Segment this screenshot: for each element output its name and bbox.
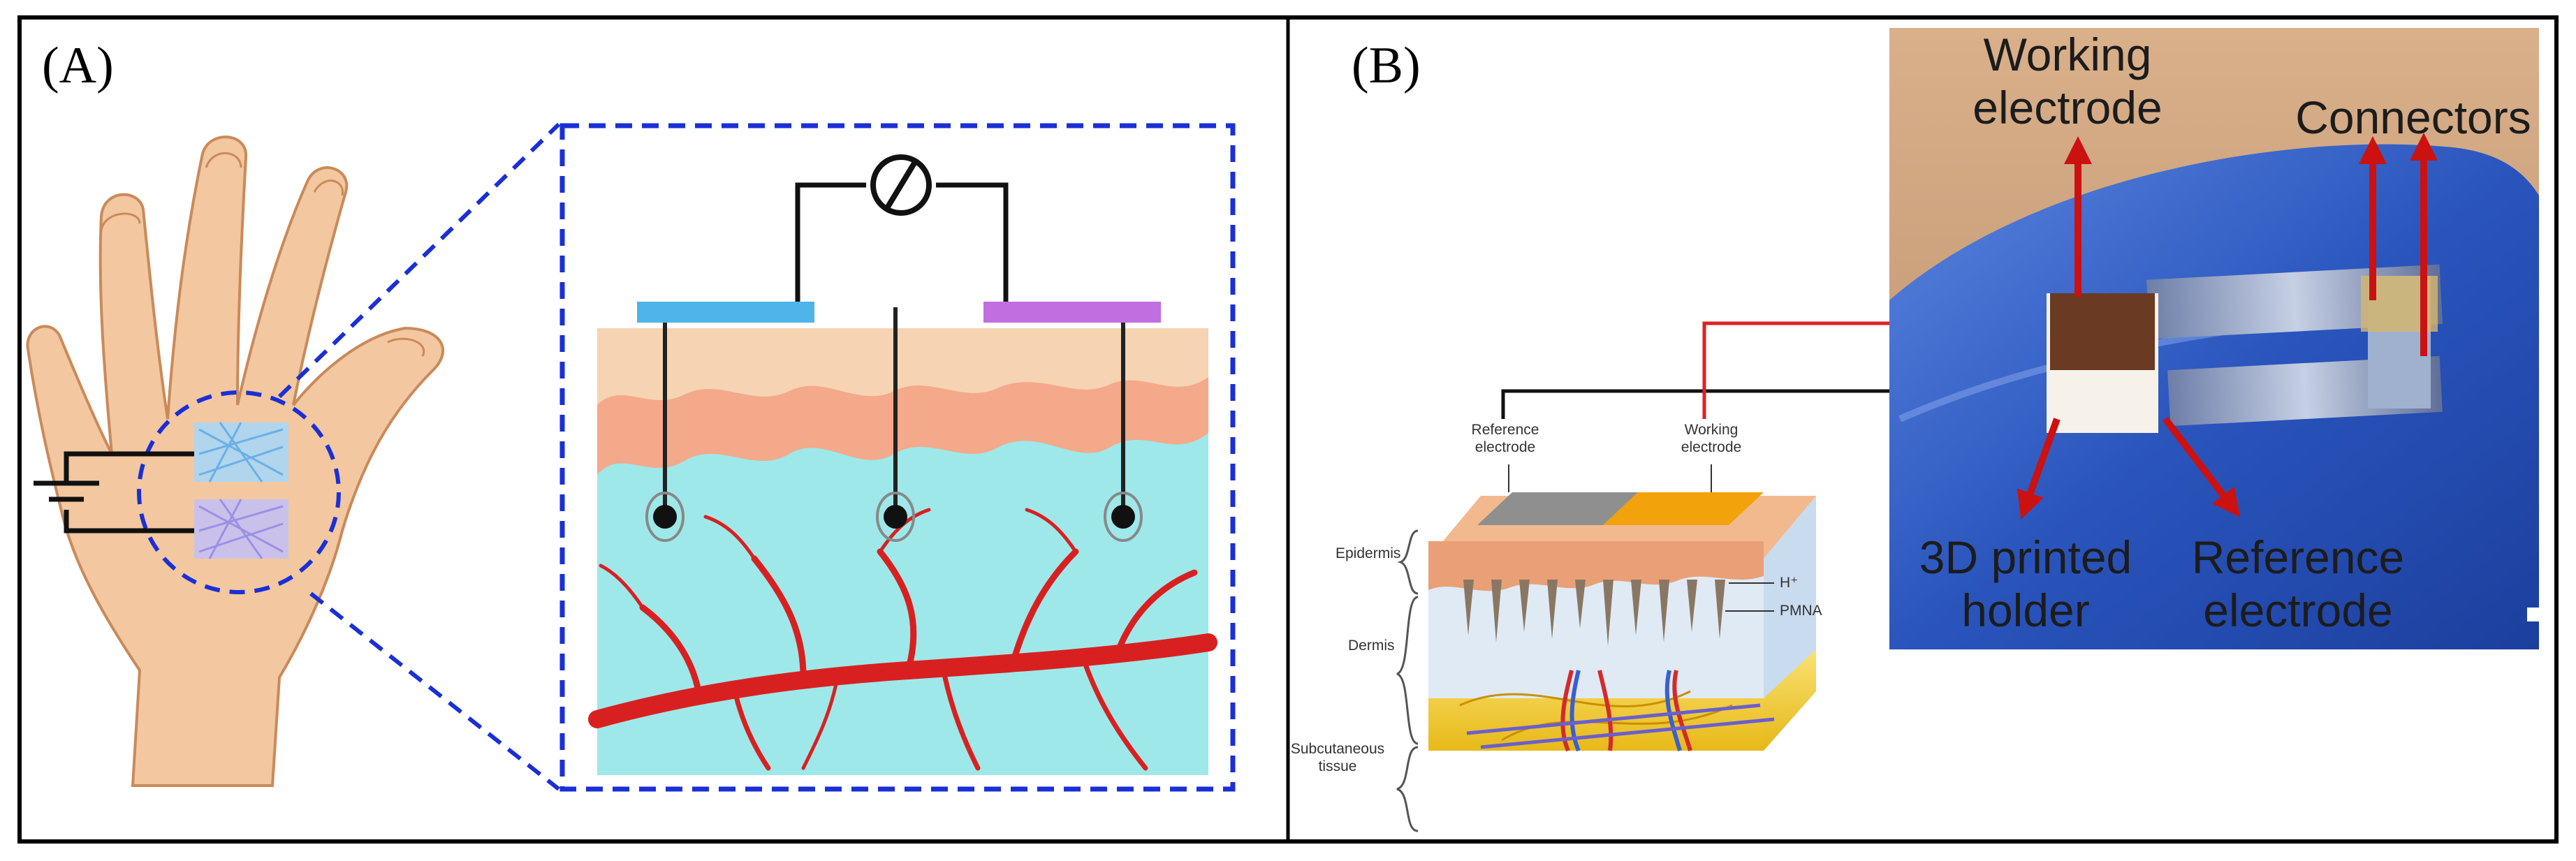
measurement-circuit (795, 154, 1009, 302)
zoom-lines (277, 122, 561, 791)
schematic-reference-electrode-label: Reference electrode (1471, 422, 1539, 455)
tissue-braces (1396, 529, 1419, 832)
microneedle-patch-on-hand (137, 390, 341, 594)
photo-reference-electrode-label: Reference electrode (2191, 531, 2405, 636)
panel-a-label: (A) (42, 37, 114, 94)
pmna-label: PMNA (1780, 603, 1822, 619)
photo-arrows (2017, 133, 2438, 520)
photo-working-electrode-label: Working electrode (1973, 29, 2162, 133)
epidermis-label: Epidermis (1335, 545, 1401, 561)
photo-holder-label: 3D printed holder (1919, 531, 2132, 636)
schematic-working-electrode-label: Working electrode (1681, 422, 1742, 455)
h-plus-label: H⁺ (1780, 575, 1799, 591)
blood-vessels (588, 508, 1217, 771)
subcutaneous-tissue-label: Subcutaneous tissue (1290, 741, 1385, 774)
skin-cross-section (597, 328, 1208, 775)
panel-b-label: (B) (1352, 37, 1421, 94)
zoom-box (559, 123, 1236, 792)
battery-circuit (34, 451, 194, 533)
schematic-electrodes (1477, 492, 1764, 525)
dermis-label: Dermis (1348, 638, 1395, 654)
photo-connectors-label: Connectors (2295, 91, 2531, 143)
skin-block-schematic (1428, 496, 1816, 752)
pmna-needles (1463, 580, 1725, 646)
electrode-bars (637, 302, 1161, 323)
schematic-pointers (1508, 464, 1774, 612)
microneedles (645, 307, 1143, 542)
